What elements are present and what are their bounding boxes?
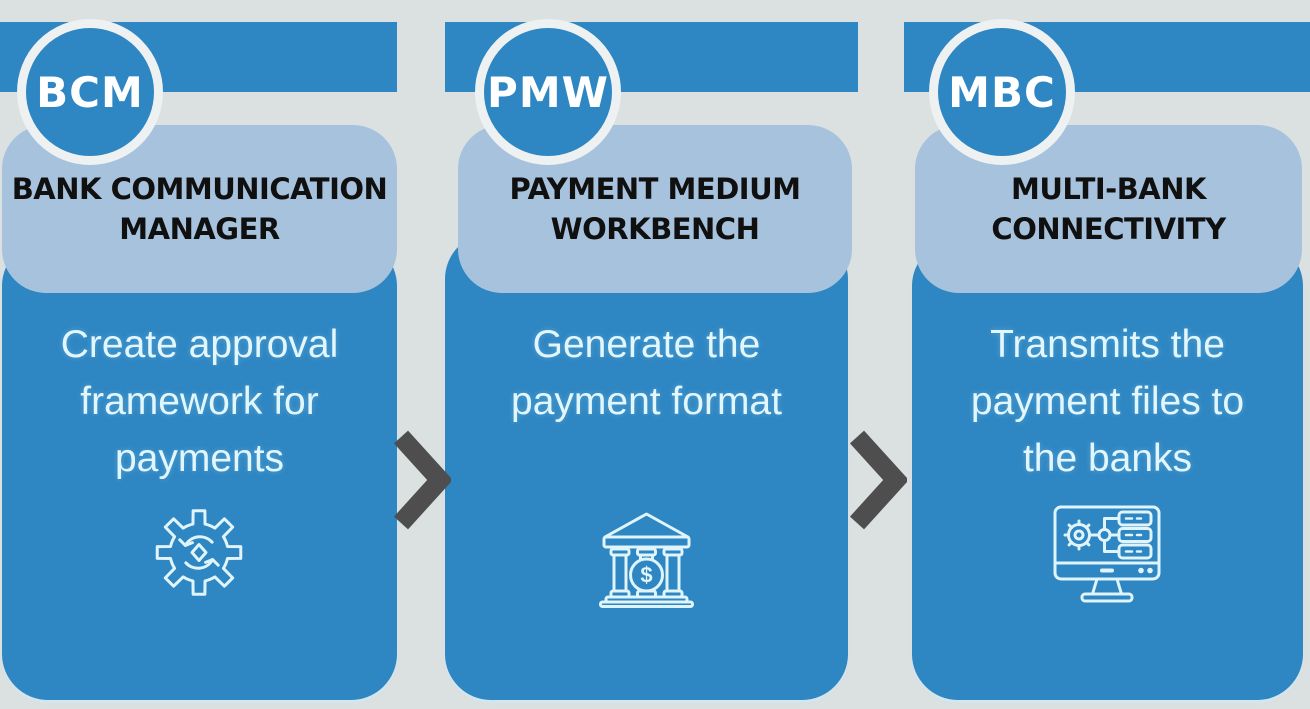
description-line: Transmits the — [990, 323, 1225, 366]
process-gear-icon — [154, 505, 244, 600]
card-body-bcm — [2, 240, 397, 700]
card-title-line: BANK COMMUNICATION — [11, 172, 388, 206]
card-title-line: PAYMENT MEDIUM — [509, 172, 801, 206]
bank-icon: $ — [599, 505, 694, 608]
description-line: framework for — [80, 380, 319, 423]
card-title-line: MULTI-BANK — [1011, 172, 1206, 206]
card-description-pmw: Generate the payment format — [445, 316, 848, 430]
description-line: Generate the — [532, 323, 761, 366]
badge-circle-bcm: BCM — [17, 19, 163, 165]
card-title-line: MANAGER — [119, 212, 280, 246]
description-line: the banks — [1022, 437, 1193, 480]
badge-label: BCM — [36, 67, 144, 117]
card-title-line: WORKBENCH — [550, 212, 760, 246]
card-description-mbc: Transmits the payment files to the banks — [912, 316, 1303, 487]
description-line: Create approval — [60, 323, 339, 366]
card-header-bcm: BANK COMMUNICATION MANAGER — [2, 125, 397, 293]
card-description-bcm: Create approval framework for payments — [2, 316, 397, 487]
badge-label: PMW — [487, 67, 609, 117]
card-body-mbc — [912, 240, 1303, 700]
badge-label: MBC — [948, 67, 1056, 117]
card-body-pmw — [445, 233, 848, 700]
badge-circle-mbc: MBC — [929, 19, 1075, 165]
card-title-line: CONNECTIVITY — [991, 212, 1226, 246]
chevron-right-icon — [393, 428, 453, 537]
svg-text:$: $ — [640, 563, 652, 588]
monitor-workflow-icon — [1053, 505, 1161, 608]
description-line: payment format — [511, 380, 782, 423]
description-line: payments — [114, 437, 285, 480]
description-line: payment files to — [970, 380, 1245, 423]
chevron-right-icon — [849, 428, 909, 537]
badge-circle-pmw: PMW — [475, 19, 621, 165]
